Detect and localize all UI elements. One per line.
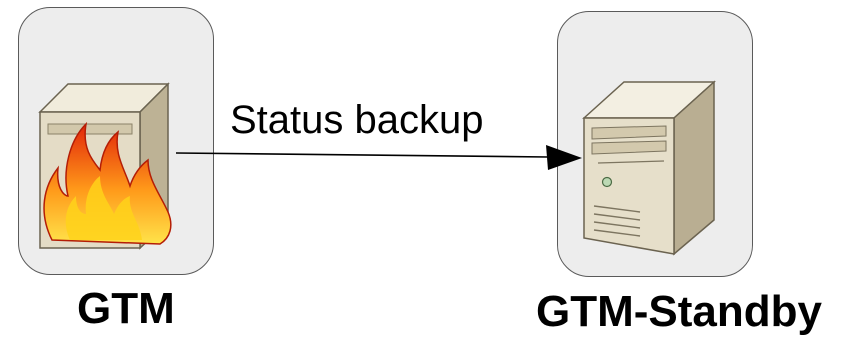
gtm-node-label: GTM (77, 284, 175, 333)
gtm-standby-server-icon (582, 80, 716, 256)
gtm-standby-node-label: GTM-Standby (536, 287, 822, 336)
fire-icon (43, 121, 172, 245)
edge-label-status-backup: Status backup (230, 98, 484, 142)
status-backup-arrow (175, 145, 582, 170)
